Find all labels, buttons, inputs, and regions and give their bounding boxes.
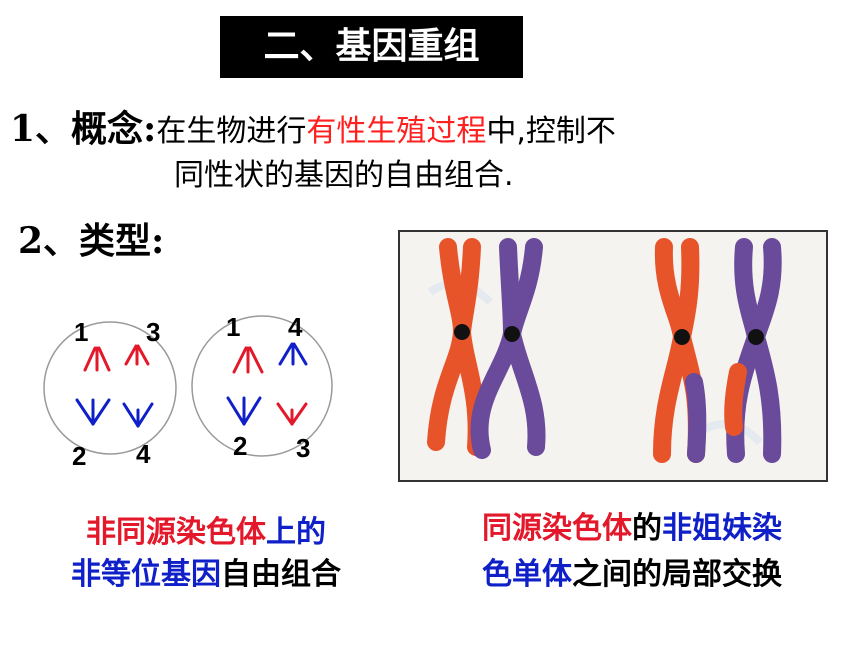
- cell-2-label-bottom-right: 3: [296, 433, 311, 463]
- cell-1-label-top-right: 3: [146, 317, 161, 347]
- caption-left-red: 非同源染色体: [86, 515, 266, 550]
- caption-right-blue-2: 色单体: [482, 557, 572, 592]
- concept-text-highlight: 有性生殖过程: [306, 114, 487, 149]
- chromosome-crossover-image: [398, 230, 828, 482]
- cell-2-gene-2: [226, 396, 262, 426]
- concept-text-post: 中,控制不: [486, 114, 616, 149]
- caption-left-line-1: 非同源染色体上的: [26, 512, 386, 554]
- caption-right-line-2: 色单体之间的局部交换: [432, 552, 832, 598]
- caption-right-black-2: 之间的局部交换: [572, 557, 782, 592]
- cell-2-label-top-right: 4: [288, 312, 303, 342]
- caption-right-red: 同源染色体: [482, 511, 632, 546]
- cell-diagrams: 1 3 2 4 1 4 2 3: [40, 300, 360, 484]
- caption-right-black-1: 的: [632, 511, 662, 546]
- caption-left-line-2: 非等位基因自由组合: [26, 554, 386, 596]
- concept-line-2: 同性状的基因的自由组合.: [174, 158, 514, 193]
- concept-text-pre: 在生物进行: [156, 114, 307, 149]
- caption-right-line-1: 同源染色体的非姐妹染: [432, 506, 832, 552]
- section-title: 二、基因重组: [220, 16, 523, 78]
- caption-right-blue-1: 非姐妹染: [662, 511, 782, 546]
- cell-2-label-bottom-left: 2: [233, 431, 248, 461]
- cell-1-gene-1: [83, 346, 111, 372]
- chromosome-pair-right: [653, 238, 782, 463]
- types-label: 2、类型:: [18, 220, 165, 262]
- cell-1-gene-4: [122, 402, 154, 428]
- cell-2-gene-3: [276, 402, 308, 426]
- cells-illustration: [43, 315, 333, 457]
- cell-1-label-bottom-right: 4: [136, 439, 151, 469]
- concept-line-1: 1、概念:在生物进行有性生殖过程中,控制不: [10, 100, 616, 152]
- cell-1-label-bottom-left: 2: [72, 441, 87, 471]
- cell-1-outline: [43, 321, 177, 455]
- cell-2-gene-1: [232, 346, 264, 374]
- chromosomes-illustration: [400, 232, 826, 480]
- cell-2-label-top-left: 1: [226, 312, 241, 342]
- caption-left: 非同源染色体上的 非等位基因自由组合: [26, 512, 386, 596]
- caption-left-blue-1: 上的: [266, 515, 326, 550]
- caption-left-black: 自由组合: [221, 557, 341, 592]
- cell-2-outline: [191, 315, 333, 457]
- cell-2-gene-4: [278, 342, 308, 366]
- caption-right: 同源染色体的非姐妹染 色单体之间的局部交换: [432, 506, 832, 598]
- concept-label: 1、概念:: [10, 108, 157, 150]
- chromosome-pair-left: [427, 238, 546, 459]
- cell-1-gene-3: [124, 344, 150, 366]
- caption-left-blue-2: 非等位基因: [71, 557, 221, 592]
- cell-1-gene-2: [75, 398, 111, 426]
- cell-1-label-top-left: 1: [74, 317, 89, 347]
